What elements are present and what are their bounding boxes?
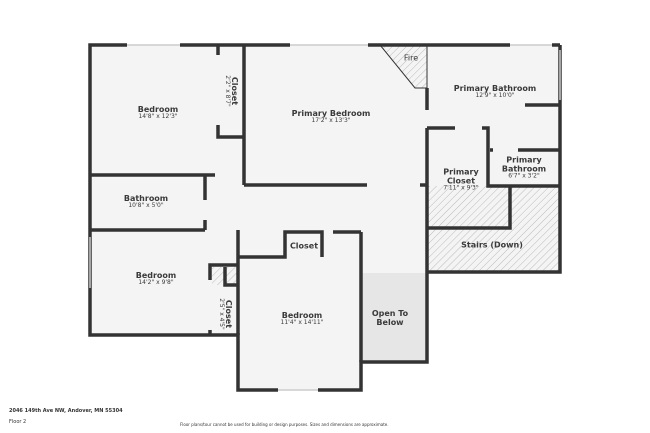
room-name: Open To Below (371, 308, 409, 327)
room-dims: 2'2" x 8'7" (223, 75, 231, 107)
room-name: Bedroom (137, 104, 179, 114)
room-name: Primary Closet (443, 167, 479, 186)
room-dims: 17'2" x 13'3" (311, 117, 351, 125)
room-open-to-below: Open To Below (365, 309, 415, 327)
room-name: Stairs (Down) (461, 240, 523, 250)
floor-label: Floor 2 (9, 419, 27, 425)
room-closet-s: Closet (290, 241, 318, 250)
room-stairs: Stairs (Down) (461, 240, 523, 249)
floor-area (90, 45, 560, 390)
address: 2046 149th Ave NW, Andover, MN 55304 (9, 408, 123, 414)
windows (89, 44, 561, 391)
disclaimer: Floor plans/tour cannot be used for buil… (180, 422, 389, 427)
room-dims: 2'5" x 4'5" (217, 298, 225, 330)
room-name: Closet (230, 76, 240, 106)
room-name: Bedroom (135, 270, 177, 280)
room-dims: 6'7" x 3'2" (508, 172, 540, 180)
walls (88, 43, 562, 392)
room-name: Bedroom (281, 310, 323, 320)
room-name: Fire (403, 53, 419, 63)
room-dims: 7'11" x 9'3" (443, 184, 479, 192)
room-dims: 11'4" x 14'11" (280, 319, 324, 327)
room-fire: Fire (404, 53, 418, 62)
room-dims: 14'8" x 12'3" (138, 113, 178, 121)
room-name: Primary Bathroom (501, 155, 547, 174)
room-dims: 14'2" x 9'8" (138, 279, 174, 287)
room-dims: 12'9" x 10'0" (475, 92, 515, 100)
room-name: Bathroom (123, 193, 169, 203)
room-name: Closet (224, 299, 234, 329)
room-name: Primary Bathroom (453, 83, 537, 93)
room-dims: 10'8" x 5'0" (128, 202, 164, 210)
open-to-below-area (362, 273, 426, 362)
room-name: Closet (289, 241, 319, 251)
room-name: Primary Bedroom (291, 108, 371, 118)
